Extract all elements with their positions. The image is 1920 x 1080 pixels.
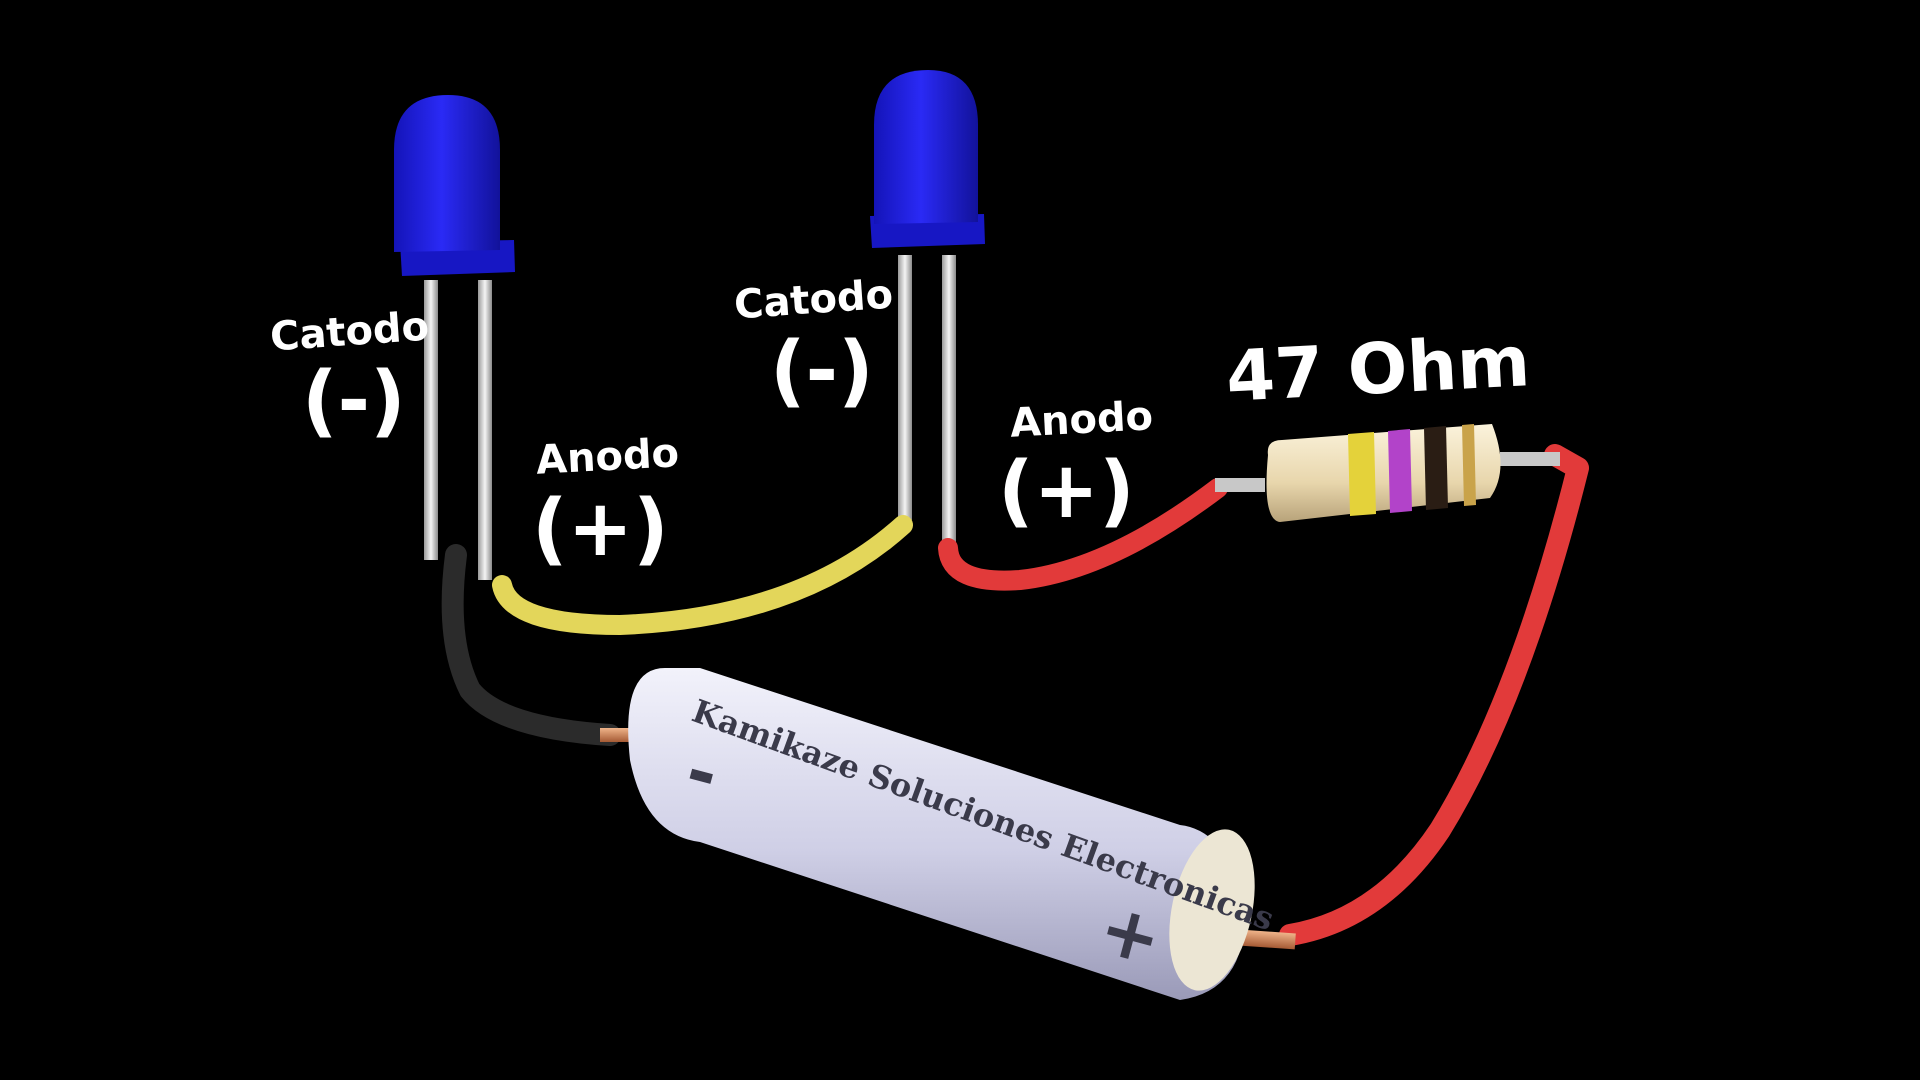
- resistor-band-black: [1424, 426, 1448, 510]
- led-2-cathode-sign: (-): [770, 326, 874, 416]
- led-1-cathode-lead: [424, 280, 438, 560]
- resistor: [1215, 424, 1560, 522]
- battery-end-cap: [1169, 829, 1255, 991]
- resistor-band-gold: [1462, 424, 1476, 506]
- yellow-wire: [492, 515, 913, 636]
- led-2: [870, 70, 985, 545]
- resistor-band-violet: [1388, 429, 1412, 513]
- red-wire-led-to-resistor: [938, 478, 1228, 591]
- led-1-anode-lead: [478, 280, 492, 580]
- battery: Kamikaze Soluciones Electronicas - +: [600, 668, 1296, 1000]
- led-2-cathode-lead: [898, 255, 912, 520]
- battery-body: [628, 668, 1246, 1000]
- led-2-dome: [874, 70, 978, 224]
- led-2-cathode-label: Catodo: [732, 271, 895, 329]
- led-2-anode-lead: [942, 255, 956, 545]
- led-1-anode-label: Anodo: [534, 430, 681, 484]
- resistor-right-lead: [1500, 452, 1560, 466]
- led-2-anode-sign: (+): [998, 446, 1135, 536]
- led-1-dome: [394, 95, 500, 252]
- led-2-anode-label: Anodo: [1008, 393, 1155, 447]
- led-1-cathode-label: Catodo: [268, 303, 431, 361]
- black-wire: [441, 544, 621, 746]
- resistor-left-lead: [1215, 478, 1265, 492]
- resistor-value-label: 47 Ohm: [1224, 320, 1532, 418]
- led-1-anode-sign: (+): [532, 484, 669, 574]
- led-1-cathode-sign: (-): [302, 356, 406, 446]
- red-wire-resistor-to-battery: [1279, 444, 1589, 946]
- resistor-band-yellow: [1348, 432, 1376, 516]
- led-1: [394, 95, 515, 580]
